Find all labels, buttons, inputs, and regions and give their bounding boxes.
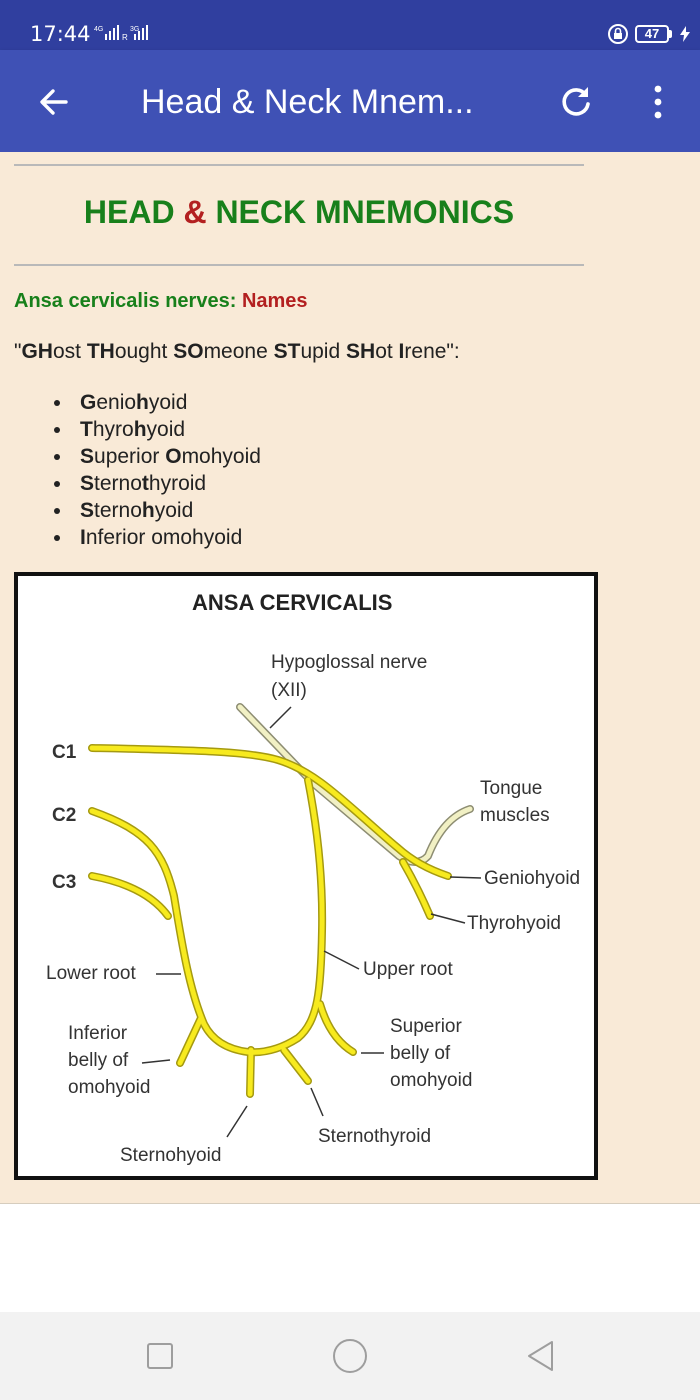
label-inferior: Inferior: [68, 1023, 128, 1044]
nav-back-button[interactable]: [518, 1334, 562, 1378]
label-c2: C2: [52, 805, 76, 826]
ansa-cervicalis-diagram: ANSA CERVICALIS: [14, 572, 598, 1180]
top-divider: [14, 164, 584, 166]
arrow-left-icon: [40, 89, 68, 115]
triangle-back-icon: [528, 1341, 553, 1371]
bold-letters: SO: [173, 340, 204, 363]
rotation-lock-icon: [608, 24, 628, 44]
bold-letters: I: [80, 526, 86, 549]
bold-letters: TH: [86, 340, 115, 363]
hypoglossal-nerve-fill: [237, 704, 473, 865]
label-geniohyoid: Geniohyoid: [484, 868, 580, 889]
bold-letters: O: [165, 445, 182, 468]
mnemonic-text: "GHost THought SOmeone STupid SHot Irene…: [14, 340, 460, 364]
text-run: terno: [94, 472, 142, 495]
text-run: meone: [203, 340, 274, 363]
text-run: hyroid: [148, 472, 207, 495]
bold-letters: T: [80, 418, 93, 441]
diagram-title: ANSA CERVICALIS: [192, 590, 392, 615]
text-run: terno: [94, 499, 142, 522]
label-upper-root: Upper root: [363, 959, 453, 980]
status-time: 17:44: [30, 22, 91, 46]
status-bar: 17:44 4G R 3G 47: [0, 0, 700, 50]
list-item: Thyrohyoid: [54, 416, 261, 443]
ansa-cervicalis-nerves: [89, 745, 451, 1097]
bold-letters: ST: [273, 340, 301, 363]
text-run: ot: [375, 340, 399, 363]
more-options-button[interactable]: [632, 76, 684, 128]
svg-text:4G: 4G: [94, 26, 103, 33]
svg-text:3G: 3G: [130, 26, 139, 33]
text-run: rene":: [404, 340, 460, 363]
svg-text:R: R: [122, 33, 128, 42]
label-lower-root: Lower root: [46, 963, 136, 984]
text-run: hyro: [92, 418, 134, 441]
text-run: upid: [300, 340, 346, 363]
section-title: Ansa cervicalis nerves: Names: [14, 290, 308, 312]
bold-letters: S: [80, 445, 95, 468]
status-right: 47: [607, 22, 690, 46]
list-item: Inferior omohyoid: [54, 524, 261, 551]
bold-letters: h: [136, 391, 149, 414]
signal-icon: 4G R 3G: [94, 25, 148, 42]
home-button[interactable]: [328, 1334, 372, 1378]
label-c1: C1: [52, 742, 77, 763]
bold-letters: h: [141, 499, 155, 522]
bold-letters: GH: [21, 340, 53, 363]
list-item: Sternohyoid: [54, 497, 261, 524]
label-hypoglossal-nerve: Hypoglossal nerve: [271, 652, 427, 673]
label-thyrohyoid: Thyrohyoid: [467, 913, 561, 934]
label-sternothyroid: Sternothyroid: [318, 1126, 431, 1147]
bold-letters: S: [80, 472, 95, 495]
text-run: ought: [114, 340, 174, 363]
circle-icon: [333, 1339, 367, 1373]
battery-icon: 47: [635, 25, 672, 43]
heading-divider: [14, 264, 584, 266]
bold-letters: G: [80, 391, 97, 414]
bold-letters: t: [141, 472, 149, 495]
charging-bolt-icon: [680, 26, 690, 42]
blank-area: [0, 1205, 700, 1312]
text-run: ost: [52, 340, 87, 363]
label-superior: Superior: [390, 1016, 462, 1037]
text-run: yoid: [146, 418, 186, 441]
text-run: ": [14, 340, 22, 363]
system-nav-bar: [0, 1312, 700, 1400]
list-item: Geniohyoid: [54, 389, 261, 416]
refresh-button[interactable]: [550, 76, 602, 128]
more-vert-icon: [654, 85, 662, 119]
label-inferior-belly: belly of: [68, 1050, 129, 1071]
label-tongue: Tongue: [480, 778, 542, 799]
bold-letters: h: [133, 418, 147, 441]
label-c3: C3: [52, 872, 76, 893]
label-muscles: muscles: [480, 805, 550, 826]
text-run: yoid: [154, 499, 194, 522]
refresh-icon: [562, 87, 590, 116]
back-button[interactable]: [28, 76, 80, 128]
text-run: yoid: [148, 391, 188, 414]
text-run: mohyoid: [181, 445, 261, 468]
app-bar: Head & Neck Mnem...: [0, 50, 700, 152]
label-superior-omohyoid: omohyoid: [390, 1070, 472, 1091]
label-inferior-omohyoid: omohyoid: [68, 1077, 150, 1098]
text-run: nferior omohyoid: [85, 526, 243, 549]
battery-level: 47: [635, 25, 669, 43]
text-run: uperior: [94, 445, 166, 468]
page-heading: HEAD & NECK MNEMONICS: [83, 194, 515, 230]
bold-letters: I: [398, 340, 405, 363]
label-hypoglossal-xii: (XII): [271, 680, 307, 701]
recents-button[interactable]: [138, 1334, 182, 1378]
bold-letters: SH: [346, 340, 376, 363]
list-item: Sternothyroid: [54, 470, 261, 497]
label-superior-belly: belly of: [390, 1043, 451, 1064]
webview-content[interactable]: HEAD & NECK MNEMONICS Ansa cervicalis ne…: [0, 152, 700, 1204]
list-item: Superior Omohyoid: [54, 443, 261, 470]
square-icon: [147, 1343, 173, 1369]
app-title: Head & Neck Mnem...: [141, 83, 474, 121]
text-run: enio: [96, 391, 137, 414]
bold-letters: S: [80, 499, 95, 522]
label-sternohyoid: Sternohyoid: [120, 1145, 221, 1166]
